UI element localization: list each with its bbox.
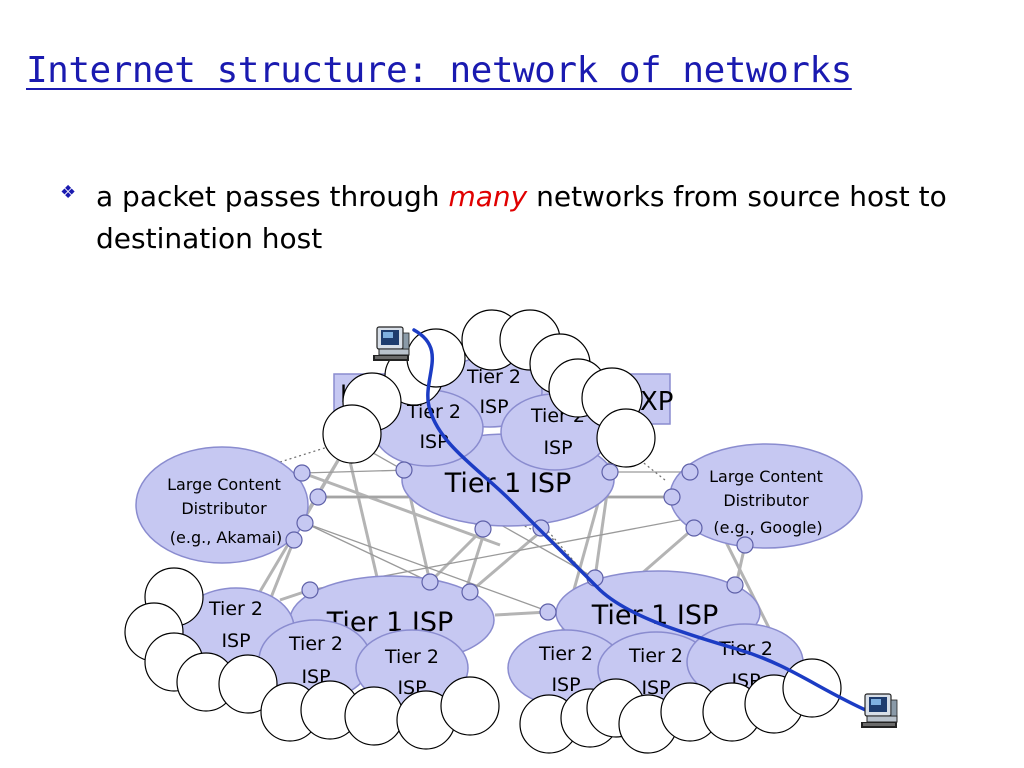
ixp-label-right: XP bbox=[640, 387, 674, 417]
bullet-text-end: networks from source host to destination… bbox=[96, 180, 947, 255]
cdn-left-line3: (e.g., Akamai) bbox=[170, 528, 282, 547]
tier2-label: Tier 2 bbox=[384, 646, 439, 668]
slide-title: Internet structure: network of networks bbox=[26, 50, 852, 91]
cdn-right-line3: (e.g., Google) bbox=[713, 518, 822, 537]
bullet-diamond-icon: ❖ bbox=[60, 182, 77, 203]
cdn-left-line1: Large Content bbox=[167, 475, 281, 494]
tier2-label: ISP bbox=[221, 630, 250, 652]
bullet-text: a packet passes through many networks fr… bbox=[96, 176, 960, 260]
tier2-label: ISP bbox=[551, 674, 580, 696]
tier2-label: ISP bbox=[479, 396, 508, 418]
tier2-label: Tier 2 bbox=[628, 645, 683, 667]
tier2-label: Tier 2 bbox=[288, 633, 343, 655]
bullet-item: ❖ a packet passes through many networks … bbox=[60, 176, 960, 260]
bullet-emphasis: many bbox=[448, 180, 528, 213]
host-computer-icon bbox=[860, 693, 898, 729]
tier1-label-top: Tier 1 ISP bbox=[444, 468, 572, 499]
cdn-right-line1: Large Content bbox=[709, 467, 823, 486]
tier2-label: Tier 2 bbox=[718, 638, 773, 660]
tier2-label: ISP bbox=[641, 677, 670, 699]
bullet-text-start: a packet passes through bbox=[96, 180, 449, 213]
tier2-label: Tier 2 bbox=[406, 401, 461, 423]
content-distributor-left bbox=[135, 446, 309, 564]
tier2-label: Tier 2 bbox=[208, 598, 263, 620]
tier2-label: ISP bbox=[543, 437, 572, 459]
tier1-label-right: Tier 1 ISP bbox=[591, 600, 719, 631]
packet-path bbox=[412, 328, 872, 714]
cdn-right-line2: Distributor bbox=[723, 491, 809, 510]
cdn-left-line2: Distributor bbox=[181, 499, 267, 518]
tier2-label: Tier 2 bbox=[466, 366, 521, 388]
tier2-label: ISP bbox=[419, 431, 448, 453]
host-computer-icon bbox=[372, 326, 410, 362]
tier2-label: Tier 2 bbox=[538, 643, 593, 665]
access-network-clouds bbox=[124, 309, 842, 754]
